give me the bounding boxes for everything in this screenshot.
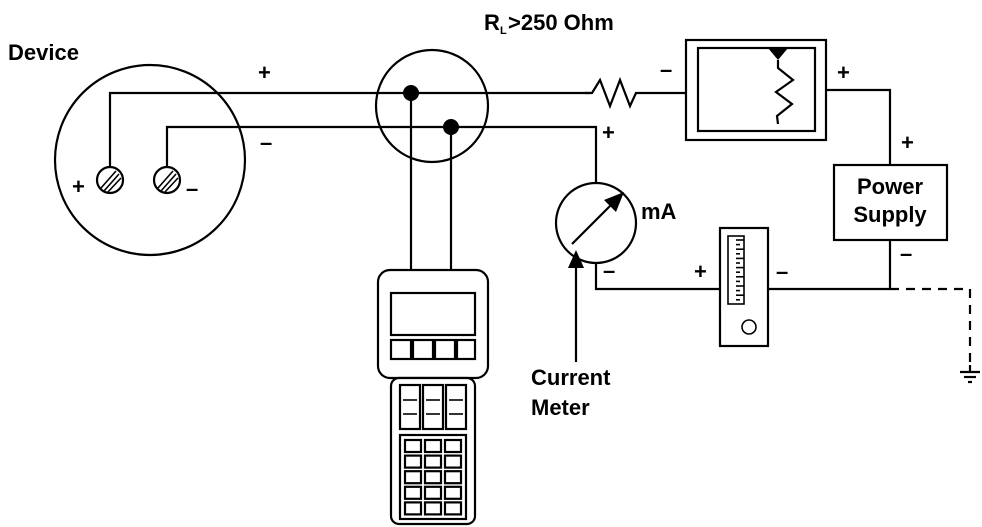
indicator-knob (741, 319, 757, 335)
keypad-key (423, 470, 443, 485)
indicator-scale (727, 235, 745, 305)
power-supply-label-1: Power (857, 174, 923, 199)
keypad-key (443, 501, 463, 516)
sign-indicator-minus: – (776, 259, 788, 284)
sign-meter-minus: – (603, 258, 615, 283)
device-minus-terminal (152, 165, 182, 195)
power-supply-label-2: Supply (853, 202, 927, 227)
current-meter: mA Current Meter (531, 181, 677, 420)
junction (374, 48, 490, 164)
recorder-trace (774, 60, 795, 125)
keypad-key (423, 501, 443, 516)
load-resistor (585, 76, 688, 110)
meter-needle-arrow-icon (604, 192, 624, 212)
junction-dot-plus (403, 85, 419, 101)
junction-circle (374, 48, 490, 164)
communicator-upper (376, 268, 490, 380)
svg-text:R: R (484, 10, 500, 35)
ground-icon (960, 365, 980, 384)
sign-supply-minus: – (900, 241, 912, 266)
device-label: Device (8, 40, 79, 65)
keypad-key (403, 501, 423, 516)
indicator (718, 226, 770, 348)
wires (108, 76, 980, 384)
keypad-key (403, 470, 423, 485)
svg-text:L: L (500, 25, 507, 37)
recorder-outer (684, 38, 828, 142)
recorder-inner (696, 46, 817, 133)
polarity-signs: + – – + + – + – + – (258, 57, 914, 284)
keypad-key (443, 454, 463, 469)
wire-plus-top (108, 91, 590, 167)
wire-recorder-to-supply (826, 88, 892, 165)
keypad-key (403, 438, 423, 454)
power-supply-box (832, 163, 949, 242)
handheld-communicator (376, 268, 490, 526)
meter-needle (571, 201, 615, 245)
communicator-keypad-frame (398, 433, 468, 521)
device-minus-sign: – (186, 176, 198, 201)
communicator-function-keys (398, 383, 468, 431)
sign-recorder-plus: + (837, 60, 850, 85)
svg-text:>250 Ohm: >250 Ohm (508, 10, 614, 35)
keypad-key (423, 438, 443, 454)
device-plus-sign: + (72, 174, 85, 199)
keypad-key (443, 438, 463, 454)
indicator-ticks (736, 239, 744, 301)
meter-callout-arrow-icon (568, 250, 584, 268)
device-housing (53, 63, 247, 257)
sign-supply-plus: + (901, 130, 914, 155)
keypad-key (443, 485, 463, 500)
keypad-key (423, 454, 443, 469)
recorder-pointer-icon (768, 48, 788, 60)
sign-lower-wire-minus: – (260, 130, 272, 155)
sign-indicator-plus: + (694, 259, 707, 284)
communicator-keypad (403, 438, 463, 516)
keypad-key (423, 485, 443, 500)
current-meter-label-1: Current (531, 365, 611, 390)
recorder (684, 38, 828, 142)
sign-recorder-minus: – (660, 57, 672, 82)
communicator-screen (389, 291, 477, 337)
wire-minus (165, 125, 598, 196)
sign-meter-plus: + (602, 120, 615, 145)
resistor-label: R L >250 Ohm (484, 10, 614, 37)
sign-top-wire-plus: + (258, 60, 271, 85)
current-meter-dial (554, 181, 638, 265)
current-meter-label-2: Meter (531, 395, 590, 420)
power-supply: Power Supply (832, 163, 949, 242)
junction-dot-minus (443, 119, 459, 135)
meter-unit-label: mA (641, 199, 677, 224)
device: Device + – (8, 40, 247, 257)
keypad-key (403, 485, 423, 500)
communicator-softkeys (389, 338, 477, 361)
ground-wire (890, 287, 972, 365)
keypad-key (443, 470, 463, 485)
keypad-key (403, 454, 423, 469)
